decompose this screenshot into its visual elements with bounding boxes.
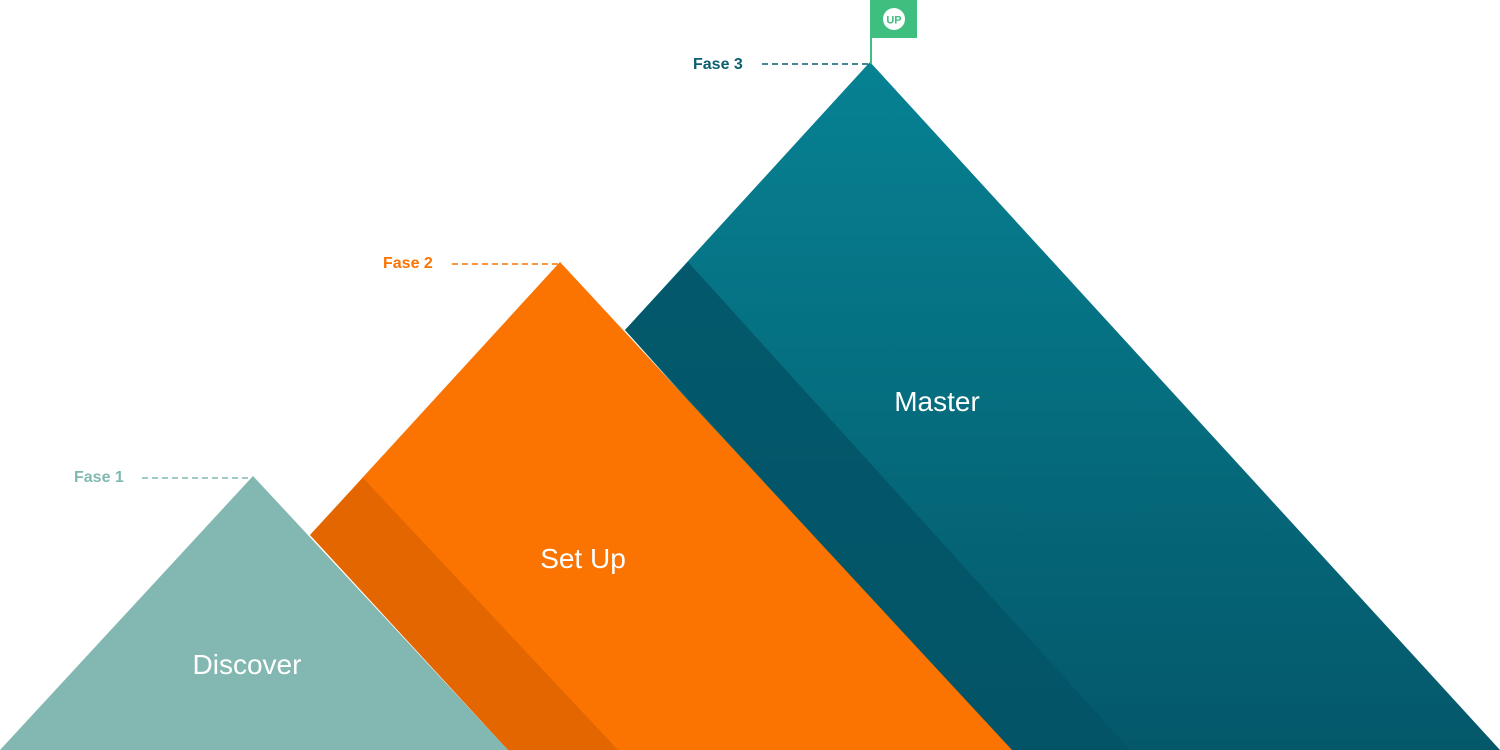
mountain-discover xyxy=(0,476,508,750)
mountain-title-master: Master xyxy=(894,386,980,417)
up-logo-text: UP xyxy=(886,15,901,27)
up-logo-flag-icon: UP xyxy=(883,8,905,30)
mountain-master xyxy=(625,62,1500,750)
fase3-label: Fase 3 xyxy=(693,56,743,73)
mountain-title-setup: Set Up xyxy=(540,543,626,574)
mountain-setup-shadow xyxy=(310,478,618,750)
summit-flag: UP xyxy=(870,0,917,64)
fase2-label: Fase 2 xyxy=(383,255,433,272)
mountain-title-discover: Discover xyxy=(193,649,302,680)
fase1-label: Fase 1 xyxy=(74,469,124,486)
mountain-master-shadow xyxy=(625,262,1130,750)
